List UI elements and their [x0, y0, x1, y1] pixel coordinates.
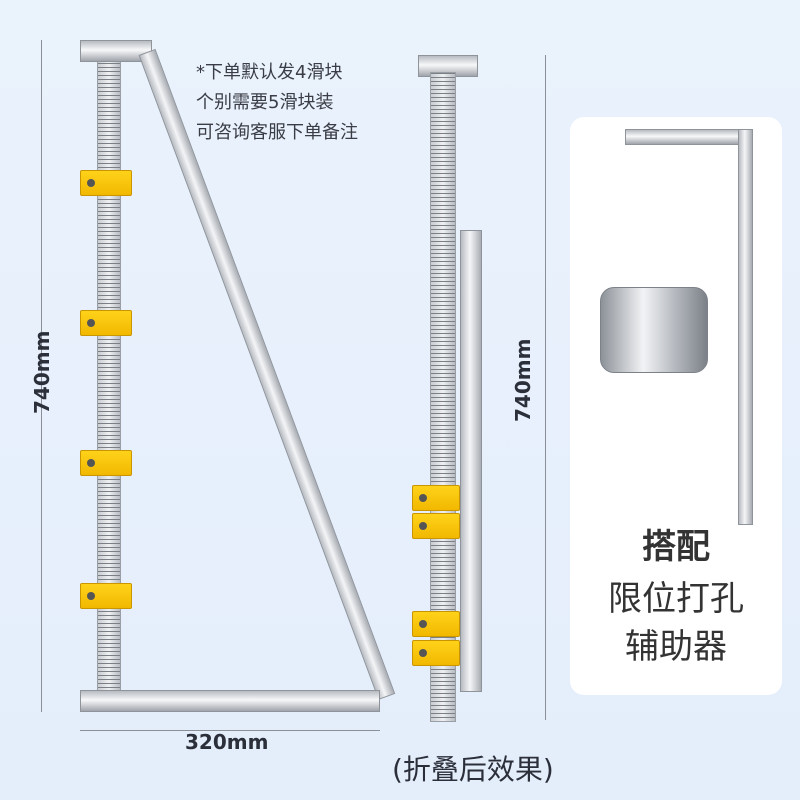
- accessory-card: 搭配 限位打孔 辅助器: [570, 117, 782, 695]
- note-line: *下单默认发4滑块: [196, 62, 343, 83]
- slider[interactable]: [412, 611, 460, 637]
- slider[interactable]: [412, 640, 460, 666]
- accessory-title: 搭配: [642, 527, 710, 567]
- bottom-bar: [80, 690, 380, 712]
- order-notes: *下单默认发4滑块 个别需要5滑块装 可咨询客服下单备注: [196, 58, 358, 148]
- note-line: 个别需要5滑块装: [196, 92, 334, 113]
- hex-key-shaft: [738, 129, 753, 525]
- folded-height-label: 740mm: [511, 338, 535, 422]
- slider[interactable]: [80, 450, 132, 476]
- folded-dimension-line: [545, 55, 546, 720]
- hex-key-icon: [625, 129, 753, 145]
- width-dimension-line: [80, 730, 380, 731]
- note-line: 可咨询客服下单备注: [196, 122, 358, 143]
- folded-arm: [460, 230, 482, 692]
- height-label: 740mm: [30, 330, 54, 414]
- slider[interactable]: [80, 310, 132, 336]
- slider[interactable]: [80, 170, 132, 196]
- slider[interactable]: [80, 583, 132, 609]
- accessory-line1: 限位打孔: [608, 579, 744, 619]
- width-label: 320mm: [185, 730, 269, 754]
- accessory-line2: 辅助器: [625, 627, 727, 667]
- stop-collar-icon: [600, 287, 708, 373]
- slider[interactable]: [412, 513, 460, 539]
- height-dimension-line: [41, 40, 42, 712]
- folded-caption: (折叠后效果): [392, 753, 554, 786]
- slider[interactable]: [412, 485, 460, 511]
